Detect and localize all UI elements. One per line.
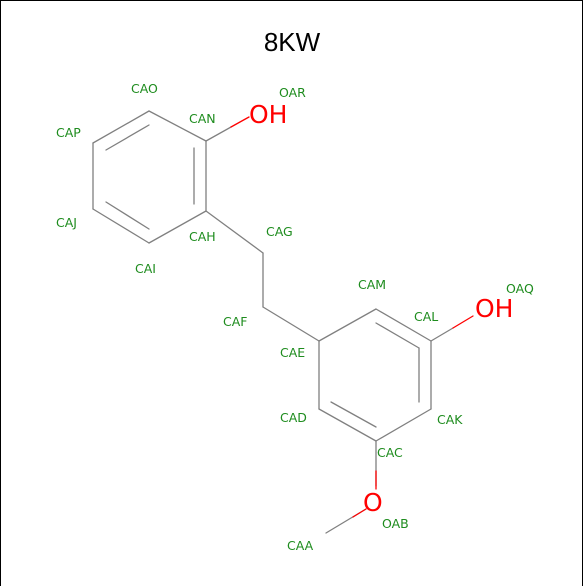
atom-label-cah: CAH	[189, 229, 216, 244]
atom-label-cag: CAG	[266, 224, 293, 239]
atom-label-cad: CAD	[280, 410, 307, 425]
atom-label-cak: CAK	[437, 412, 463, 427]
bond-caf-cae	[262, 306, 320, 342]
bond-cao-cap-inner	[105, 124, 150, 151]
atom-label-cap: CAP	[56, 125, 81, 140]
atom-label-oab: OAB	[382, 516, 409, 531]
bond-cai-cah	[148, 210, 207, 244]
bond-cal-oaq	[430, 327, 454, 342]
atom-label-oaq: OAQ	[506, 281, 534, 296]
bond-cae-cam	[318, 308, 377, 342]
atom-label-caa: CAA	[287, 538, 314, 553]
bond-can-oar-red	[230, 116, 250, 128]
atom-label-can: CAN	[189, 111, 216, 126]
atom-label-cam: CAM	[358, 277, 386, 292]
bonds	[92, 110, 432, 534]
bond-cao-cap	[92, 110, 150, 144]
bond-cak-cac	[375, 408, 432, 442]
ether-oxygen-label: O	[363, 488, 383, 517]
heteroatom-labels: OH OH O	[249, 100, 513, 517]
bond-caj-cai-inner	[105, 201, 150, 230]
bond-caj-cai	[92, 208, 150, 244]
bond-can-cao	[148, 110, 207, 142]
atom-label-caj: CAJ	[56, 215, 77, 230]
atom-label-cae: CAE	[280, 345, 305, 360]
atom-label-cao: CAO	[131, 81, 158, 96]
hydroxyl-label-right: OH	[475, 294, 513, 323]
hydroxyl-label-top: OH	[249, 100, 287, 129]
atom-labels: CAO OAR CAN CAP CAJ CAH CAG CAI CAM OAQ …	[56, 81, 534, 553]
bond-cac-cad-inner	[330, 401, 377, 428]
molecule-title: 8KW	[264, 27, 321, 57]
bond-cah-cag	[205, 210, 264, 254]
oxygen-bonds	[205, 116, 474, 518]
atom-label-cai: CAI	[135, 261, 156, 276]
bond-oab-caa-red	[352, 508, 367, 518]
bond-cac-cad	[318, 408, 377, 442]
bond-cam-cal	[375, 308, 432, 342]
atom-label-cac: CAC	[377, 445, 403, 460]
atom-label-cal: CAL	[414, 309, 438, 324]
atom-label-oar: OAR	[279, 85, 306, 100]
atom-label-caf: CAF	[223, 314, 247, 329]
bond-can-oar	[205, 126, 232, 142]
bond-cal-oaq-red	[452, 315, 474, 329]
bond-cam-cal-inner	[375, 322, 420, 349]
